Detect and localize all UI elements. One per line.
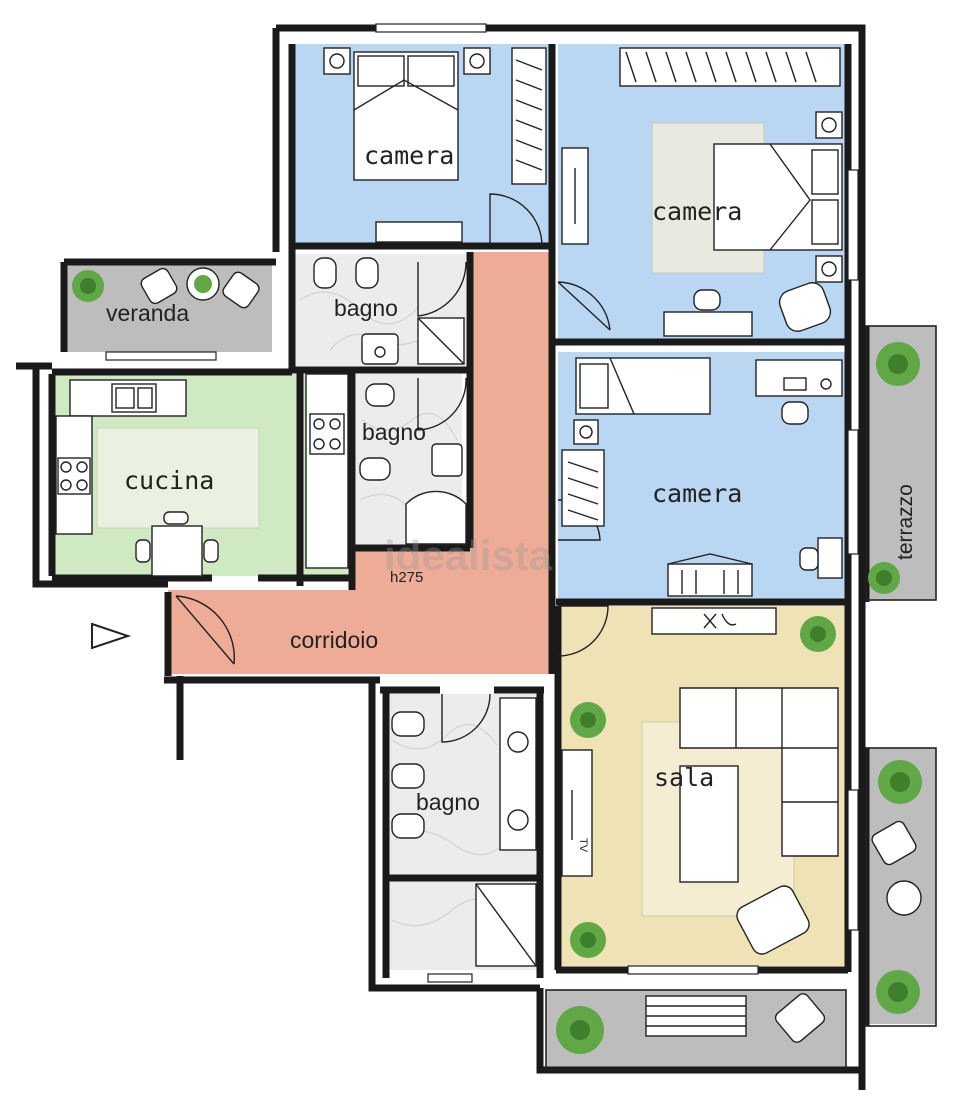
bookshelf-middle [667, 563, 753, 597]
label-sala: sala [654, 763, 714, 792]
plant-icon [570, 922, 606, 958]
dining-table [151, 525, 203, 577]
label-veranda: veranda [106, 300, 189, 326]
wardrobe-top [511, 47, 547, 185]
plants [72, 270, 922, 1054]
plant-icon [556, 1006, 604, 1054]
nightstand-middle [573, 419, 599, 445]
door-bagno-3 [441, 693, 491, 743]
washbasin-1 [361, 333, 399, 365]
plant-icon [570, 702, 606, 738]
door-camera-right [557, 281, 611, 331]
room-labels: camera camera camera cucina sala bagno b… [106, 141, 917, 815]
label-terrazzo: terrazzo [894, 484, 917, 560]
furniture-camera-top [323, 47, 547, 243]
door-sala [557, 605, 609, 657]
label-camera-top: camera [364, 141, 454, 170]
nightstand-r1 [815, 111, 843, 139]
door-entrance [175, 595, 236, 665]
tv-stand [561, 749, 593, 877]
door-camera-top [489, 193, 543, 247]
sideboard-sala [651, 607, 777, 635]
chair-terrace-1 [871, 820, 917, 866]
label-corridoio: corridoio [290, 627, 378, 653]
tv-label: TV [577, 838, 589, 853]
armchair-sala [736, 885, 810, 955]
furniture-camera-middle [561, 357, 843, 597]
stove-left [57, 457, 91, 495]
plant-icon [878, 760, 922, 804]
label-cucina: cucina [124, 466, 214, 495]
doors [175, 193, 611, 743]
furniture-cucina [55, 373, 349, 577]
door-bagno-2 [417, 377, 467, 431]
label-bagno-2: bagno [362, 419, 426, 445]
windows [105, 23, 859, 983]
label-camera-middle: camera [652, 479, 742, 508]
plant-icon [868, 562, 900, 594]
plant-icon [876, 970, 920, 1014]
desk-right [663, 311, 753, 337]
label-bagno-1: bagno [334, 295, 398, 321]
door-bagno-1 [417, 261, 467, 317]
chair-balcony [774, 993, 826, 1043]
chair-veranda-2 [222, 271, 260, 309]
nightstand-r2 [815, 255, 843, 283]
height-note: h275 [390, 569, 423, 586]
counter-right [305, 373, 349, 569]
floor-corridoio [168, 252, 552, 674]
plant-icon [194, 275, 212, 293]
label-bagno-3: bagno [416, 789, 480, 815]
balcony-frames [545, 325, 937, 1071]
label-camera-right: camera [652, 197, 742, 226]
wardrobe-right [619, 47, 841, 87]
chair-veranda-1 [140, 267, 178, 305]
furniture-outdoor [140, 267, 922, 1043]
furniture-sala: TV [561, 607, 839, 955]
furniture-bathrooms [313, 257, 537, 967]
watermark: idealista [384, 532, 553, 579]
table-terrace [886, 880, 922, 916]
shower-corner-2 [405, 490, 467, 545]
chair-desk-right [693, 289, 721, 311]
plant-icon [876, 342, 920, 386]
armchair-right [778, 282, 832, 332]
plant-icon [72, 270, 104, 302]
vanity-3 [499, 697, 537, 851]
entrance-arrow-icon [91, 622, 132, 650]
washbasin-2 [431, 443, 463, 477]
desk-top [375, 221, 463, 243]
furniture-camera-right [561, 47, 843, 337]
coffee-table [679, 765, 739, 883]
sectional-sofa [679, 687, 839, 857]
nightstand-right [463, 47, 491, 75]
plant-icon [800, 616, 836, 652]
nightstand-left [323, 47, 351, 75]
desk-small-middle [817, 537, 843, 579]
chair-middle [781, 401, 809, 425]
